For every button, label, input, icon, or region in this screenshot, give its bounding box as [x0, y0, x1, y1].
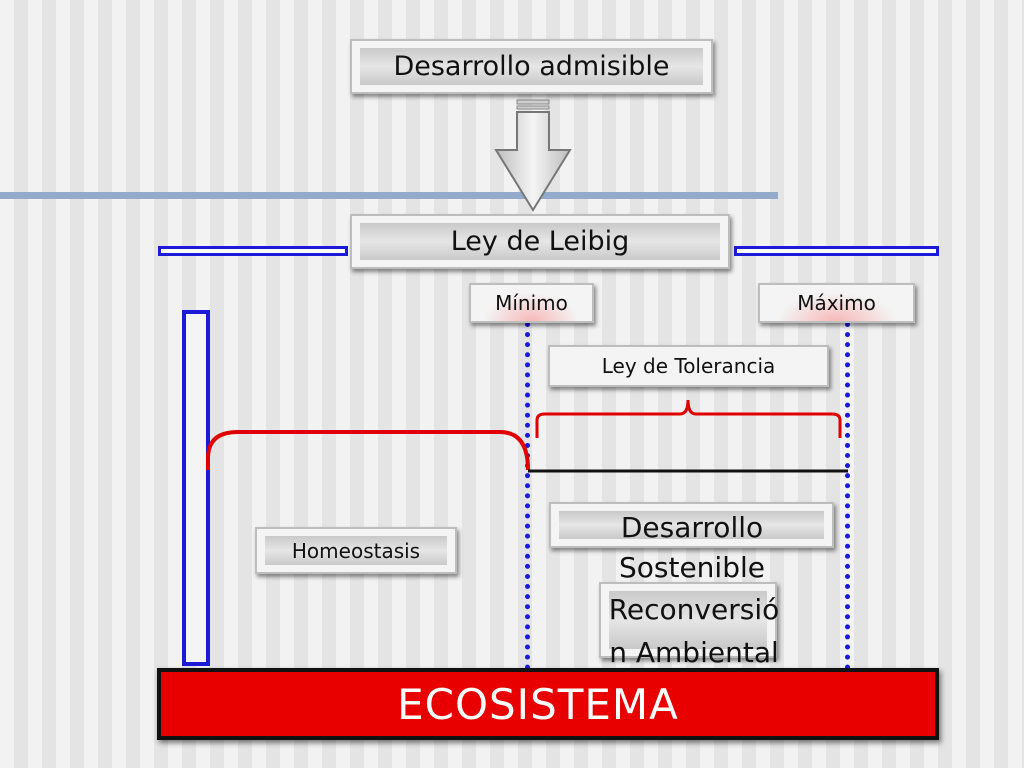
desarrollo-sostenible-label: Desarrollo Sostenible: [618, 511, 765, 584]
ley-leibig-box: Ley de Leibig: [350, 214, 730, 269]
ecosistema-label: ECOSISTEMA: [397, 679, 679, 729]
desarrollo-admisible-label: Desarrollo admisible: [393, 51, 670, 82]
left-blue-bar: [158, 246, 348, 256]
ley-tolerancia-label: Ley de Tolerancia: [601, 354, 776, 378]
homeostasis-bracket: [206, 430, 530, 471]
tolerance-brace: [535, 399, 842, 438]
desarrollo-sostenible-box: [549, 502, 834, 548]
ley-leibig-label: Ley de Leibig: [450, 226, 630, 257]
minimo-box: Mínimo: [469, 283, 594, 323]
maximo-dotted-line: [845, 322, 850, 670]
down-arrow-icon: [494, 99, 572, 212]
divider-line: [0, 192, 778, 199]
ecosistema-bar: ECOSISTEMA: [157, 668, 939, 740]
left-vertical-bar: [182, 310, 210, 666]
reconversion-box: [599, 582, 777, 658]
ley-tolerancia-box: Ley de Tolerancia: [548, 345, 829, 387]
homeostasis-box: Homeostasis: [255, 527, 457, 574]
maximo-label: Máximo: [797, 291, 876, 315]
reconversion-label: Reconversión Ambiental: [608, 593, 780, 669]
right-blue-bar: [734, 246, 939, 256]
homeostasis-label: Homeostasis: [291, 538, 421, 563]
minimo-dotted-line: [525, 322, 530, 670]
desarrollo-admisible-box: Desarrollo admisible: [350, 39, 713, 94]
maximo-box: Máximo: [758, 283, 915, 323]
minimo-label: Mínimo: [495, 291, 568, 315]
